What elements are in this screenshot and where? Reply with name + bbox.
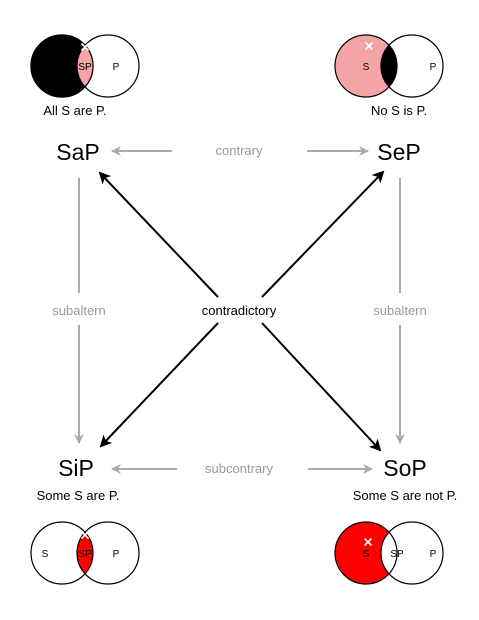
contradictory-arrow-to-e — [261, 170, 385, 298]
venn-o-p-label: P — [430, 549, 437, 560]
contradictory-arrow-to-o — [261, 322, 382, 452]
corner-a-code: SaP — [56, 139, 99, 165]
corner-i-code: SiP — [58, 455, 94, 481]
x-mark-icon — [364, 41, 374, 51]
contradictory-arrow-to-a — [98, 171, 219, 298]
venn-e-s-region — [335, 35, 397, 97]
subcontrary-label: subcontrary — [205, 461, 273, 476]
venn-e-p-label: P — [430, 62, 437, 73]
contradictory-arrow-to-i — [99, 322, 219, 448]
statement-o: Some S are not P. — [353, 488, 458, 503]
venn-a-overlap-label: SP — [78, 62, 92, 73]
subaltern-left-label: subaltern — [52, 303, 105, 318]
venn-i-overlap-label: SP — [78, 549, 92, 560]
contradictory-label: contradictory — [202, 303, 277, 318]
venn-i: S SP P — [30, 521, 140, 585]
venn-o-overlap-label: SP — [390, 549, 404, 560]
x-mark-icon — [363, 537, 373, 547]
venn-i-s-label: S — [42, 549, 49, 560]
corner-o-code: SoP — [383, 455, 426, 481]
x-mark-icon — [80, 42, 90, 52]
corner-e-code: SeP — [377, 139, 420, 165]
venn-a-p-label: P — [113, 62, 120, 73]
subaltern-right-label: subaltern — [373, 303, 426, 318]
venn-e: S P — [334, 34, 444, 98]
contrary-label: contrary — [216, 143, 263, 158]
venn-e-s-label: S — [363, 62, 370, 73]
statement-i: Some S are P. — [37, 488, 120, 503]
venn-o-s-region — [335, 522, 397, 584]
venn-a: SP P — [30, 34, 140, 98]
venn-i-p-label: P — [113, 549, 120, 560]
venn-o: S SP P — [334, 521, 444, 585]
venn-o-s-label: S — [363, 549, 370, 560]
x-mark-icon — [80, 530, 90, 540]
statement-e: No S is P. — [371, 103, 427, 118]
statement-a: All S are P. — [43, 103, 106, 118]
